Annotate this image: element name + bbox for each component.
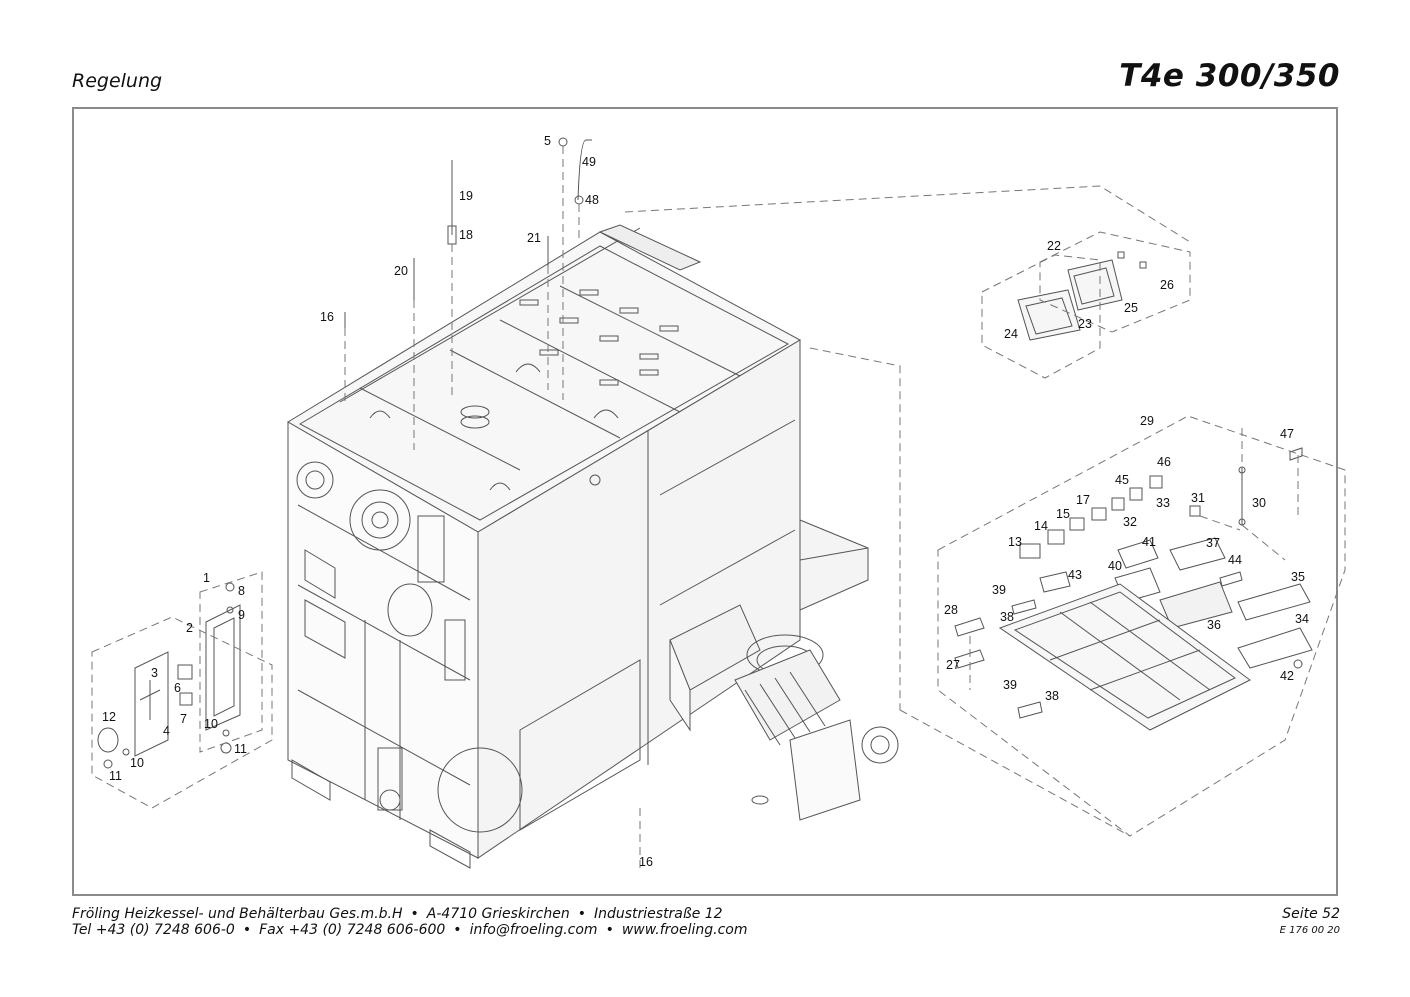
part-label: 4 bbox=[163, 724, 170, 738]
part-label: 47 bbox=[1280, 427, 1294, 441]
section-title: Regelung bbox=[72, 70, 163, 92]
model-title: T4e 300/350 bbox=[1119, 58, 1340, 94]
part-label: 23 bbox=[1078, 317, 1092, 331]
part-label: 11 bbox=[234, 742, 247, 756]
footer-address-line: Fröling Heizkessel- und Behälterbau Ges.… bbox=[72, 906, 723, 922]
part-label: 17 bbox=[1076, 493, 1090, 507]
part-label: 3 bbox=[151, 666, 158, 680]
part-label: 11 bbox=[109, 769, 122, 783]
part-label: 42 bbox=[1280, 669, 1294, 683]
part-label: 2 bbox=[186, 621, 193, 635]
part-label: 10 bbox=[204, 717, 218, 731]
part-label: 13 bbox=[1008, 535, 1022, 549]
part-label: 44 bbox=[1228, 553, 1242, 567]
part-label: 14 bbox=[1034, 519, 1048, 533]
part-label: 7 bbox=[180, 712, 187, 726]
part-label: 34 bbox=[1295, 612, 1309, 626]
part-label: 19 bbox=[459, 189, 473, 203]
part-label: 20 bbox=[394, 264, 408, 278]
part-label: 22 bbox=[1047, 239, 1061, 253]
part-label: 6 bbox=[174, 681, 181, 695]
control-parts bbox=[954, 251, 1313, 731]
part-label: 31 bbox=[1191, 491, 1205, 505]
part-label: 41 bbox=[1142, 535, 1156, 549]
part-label: 9 bbox=[238, 608, 245, 622]
part-label: 36 bbox=[1207, 618, 1221, 632]
part-label: 26 bbox=[1160, 278, 1174, 292]
part-label: 24 bbox=[1004, 327, 1018, 341]
part-label: 10 bbox=[130, 756, 144, 770]
footer-street: Industriestraße 12 bbox=[593, 906, 723, 922]
part-label: 38 bbox=[1045, 689, 1059, 703]
doc-number: E 176 00 20 bbox=[1279, 925, 1340, 936]
footer-contact-line: Tel +43 (0) 7248 606-0•Fax +43 (0) 7248 … bbox=[72, 922, 748, 938]
part-label: 12 bbox=[102, 710, 116, 724]
part-label: 15 bbox=[1056, 507, 1070, 521]
part-label: 21 bbox=[527, 231, 541, 245]
drawing-frame bbox=[72, 107, 1338, 896]
part-label: 29 bbox=[1140, 414, 1154, 428]
footer-email-link[interactable]: info@froeling.com bbox=[469, 922, 598, 938]
part-label: 27 bbox=[946, 658, 960, 672]
part-label: 38 bbox=[1000, 610, 1014, 624]
boiler-body bbox=[287, 224, 899, 869]
part-label: 40 bbox=[1108, 559, 1122, 573]
page-number: Seite 52 bbox=[1282, 906, 1340, 922]
footer-fax: Fax +43 (0) 7248 606-600 bbox=[259, 922, 446, 938]
part-label: 18 bbox=[459, 228, 473, 242]
part-label: 5 bbox=[544, 134, 551, 148]
part-label: 49 bbox=[582, 155, 596, 169]
part-label: 33 bbox=[1156, 496, 1170, 510]
part-label: 8 bbox=[238, 584, 245, 598]
footer-phone: Tel +43 (0) 7248 606-0 bbox=[72, 922, 235, 938]
part-label: 28 bbox=[944, 603, 958, 617]
footer-city: A-4710 Grieskirchen bbox=[426, 906, 570, 922]
part-label: 35 bbox=[1291, 570, 1305, 584]
footer-web-link[interactable]: www.froeling.com bbox=[621, 922, 748, 938]
part-label: 32 bbox=[1123, 515, 1137, 529]
part-label: 48 bbox=[585, 193, 599, 207]
grouping-outlines bbox=[91, 146, 1346, 870]
part-label: 39 bbox=[992, 583, 1006, 597]
part-label: 45 bbox=[1115, 473, 1129, 487]
part-label: 16 bbox=[320, 310, 334, 324]
left-assembly bbox=[97, 582, 241, 769]
part-label: 46 bbox=[1157, 455, 1171, 469]
part-label: 37 bbox=[1206, 536, 1220, 550]
part-label: 1 bbox=[203, 571, 210, 585]
part-label: 43 bbox=[1068, 568, 1082, 582]
part-label: 30 bbox=[1252, 496, 1266, 510]
part-label: 16 bbox=[639, 855, 653, 869]
footer-company: Fröling Heizkessel- und Behälterbau Ges.… bbox=[72, 906, 403, 922]
part-label: 25 bbox=[1124, 301, 1138, 315]
sensor-parts bbox=[344, 137, 592, 328]
part-label: 39 bbox=[1003, 678, 1017, 692]
part-labels: 1 2 3 4 5 6 7 8 9 10 10 11 11 12 13 14 1… bbox=[102, 134, 1309, 869]
